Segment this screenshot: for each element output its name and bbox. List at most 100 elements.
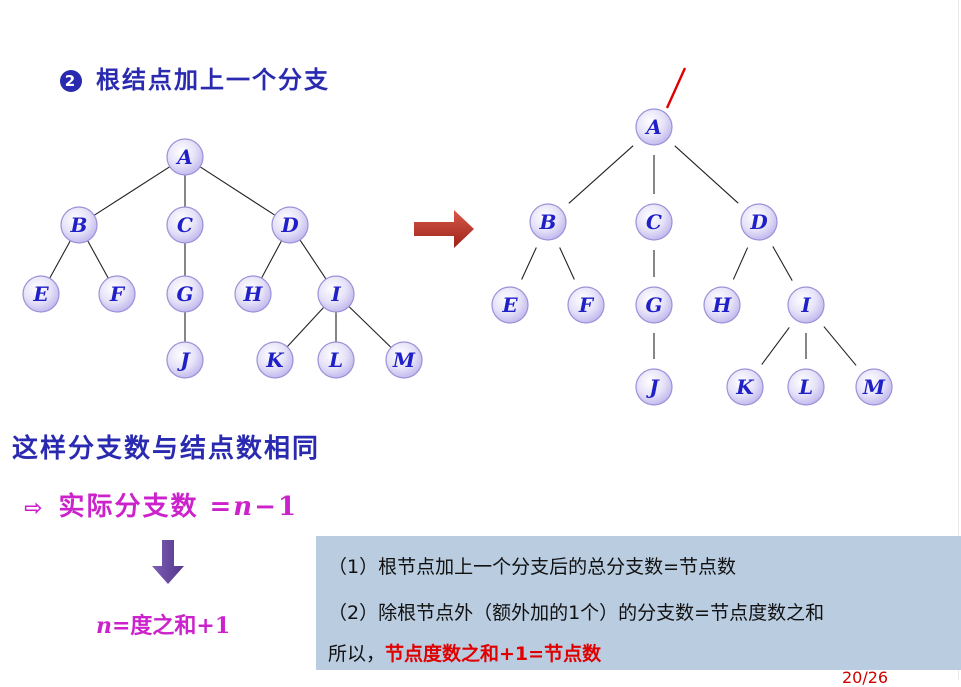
left-node-circle-E bbox=[22, 275, 60, 313]
right-arrow-icon: ⇨ bbox=[24, 496, 45, 521]
right-node-I: I bbox=[787, 286, 825, 324]
left-edge-D-I bbox=[299, 239, 327, 280]
info-line-3-highlight: 节点度数之和+1=节点数 bbox=[385, 643, 602, 665]
info-box: （1）根节点加上一个分支后的总分支数=节点数 （2）除根节点外（额外加的1个）的… bbox=[316, 536, 961, 670]
left-node-label-H: H bbox=[243, 282, 264, 306]
right-edge-B-E bbox=[521, 247, 537, 280]
right-edge-A-B bbox=[568, 145, 634, 204]
right-node-H: H bbox=[703, 286, 741, 324]
header-number-badge: 2 bbox=[60, 70, 82, 92]
right-node-circle-C bbox=[635, 203, 673, 241]
left-node-circle-D bbox=[271, 206, 309, 244]
right-node-circle-M bbox=[855, 368, 893, 406]
left-node-label-A: A bbox=[175, 145, 193, 169]
left-node-label-L: L bbox=[328, 348, 343, 372]
left-node-J: J bbox=[166, 341, 204, 379]
transform-arrow bbox=[414, 210, 474, 248]
left-node-label-F: F bbox=[109, 282, 126, 306]
right-node-L: L bbox=[787, 368, 825, 406]
left-node-K: K bbox=[256, 341, 294, 379]
left-node-circle-B bbox=[60, 206, 98, 244]
left-edge-A-B bbox=[93, 166, 171, 216]
left-node-circle-F bbox=[98, 275, 136, 313]
right-node-label-A: A bbox=[644, 115, 662, 139]
right-node-label-M: M bbox=[862, 375, 886, 399]
right-edge-D-H bbox=[732, 247, 749, 280]
left-node-label-M: M bbox=[392, 348, 416, 372]
left-node-label-G: G bbox=[176, 282, 193, 306]
left-node-circle-G bbox=[166, 275, 204, 313]
right-node-C: C bbox=[635, 203, 673, 241]
right-node-label-B: B bbox=[539, 210, 557, 234]
right-node-D: D bbox=[740, 203, 778, 241]
right-node-label-D: D bbox=[749, 210, 768, 234]
statement-equal-counts: 这样分支数与结点数相同 bbox=[12, 434, 321, 464]
right-node-label-F: F bbox=[578, 293, 595, 317]
left-edge-I-M bbox=[348, 306, 392, 348]
left-node-label-D: D bbox=[280, 213, 299, 237]
left-edge-A-D bbox=[199, 166, 276, 216]
n-formula-n: n bbox=[96, 613, 112, 639]
left-node-I: I bbox=[317, 275, 355, 313]
right-node-circle-G bbox=[635, 286, 673, 324]
left-node-label-K: K bbox=[265, 348, 285, 372]
left-node-circle-I bbox=[317, 275, 355, 313]
actual-branches-n: n bbox=[233, 492, 255, 522]
left-node-label-I: I bbox=[330, 282, 341, 306]
right-node-F: F bbox=[567, 286, 605, 324]
right-node-circle-A bbox=[635, 108, 673, 146]
left-node-B: B bbox=[60, 206, 98, 244]
right-node-label-J: J bbox=[645, 375, 660, 399]
actual-branches-suffix: −1 bbox=[254, 492, 299, 522]
right-node-circle-H bbox=[703, 286, 741, 324]
right-node-label-G: G bbox=[645, 293, 662, 317]
extra-root-branch bbox=[665, 67, 687, 109]
left-node-circle-L bbox=[317, 341, 355, 379]
right-node-circle-D bbox=[740, 203, 778, 241]
left-node-F: F bbox=[98, 275, 136, 313]
right-edge-D-I bbox=[772, 246, 793, 281]
left-tree: A B C D E F G H I J K L M bbox=[22, 138, 423, 379]
left-node-label-J: J bbox=[176, 348, 191, 372]
left-node-A: A bbox=[166, 138, 204, 176]
right-node-B: B bbox=[529, 203, 567, 241]
slide-edge-line bbox=[958, 0, 959, 680]
right-edge-I-M bbox=[823, 326, 857, 366]
statement-actual-branches: ⇨ 实际分支数 =n−1 bbox=[24, 486, 298, 523]
right-node-circle-F bbox=[567, 286, 605, 324]
left-node-circle-C bbox=[166, 206, 204, 244]
left-edge-B-F bbox=[87, 240, 109, 279]
left-node-G: G bbox=[166, 275, 204, 313]
info-line-3: 所以，节点度数之和+1=节点数 bbox=[328, 639, 601, 666]
left-node-H: H bbox=[234, 275, 272, 313]
left-node-label-B: B bbox=[70, 213, 88, 237]
left-edge-B-E bbox=[49, 240, 71, 279]
right-node-A: A bbox=[635, 108, 673, 146]
right-edge-I-K bbox=[761, 327, 790, 365]
left-node-M: M bbox=[385, 341, 423, 379]
right-node-circle-I bbox=[787, 286, 825, 324]
left-node-label-E: E bbox=[32, 282, 49, 306]
left-node-circle-M bbox=[385, 341, 423, 379]
left-node-circle-K bbox=[256, 341, 294, 379]
left-node-circle-A bbox=[166, 138, 204, 176]
n-formula-rest: =度之和+1 bbox=[112, 613, 231, 639]
right-node-circle-E bbox=[491, 286, 529, 324]
right-node-J: J bbox=[635, 368, 673, 406]
right-node-circle-J bbox=[635, 368, 673, 406]
left-edge-D-H bbox=[261, 240, 282, 279]
header-title: 根结点加上一个分支 bbox=[96, 65, 330, 94]
left-node-E: E bbox=[22, 275, 60, 313]
left-node-circle-J bbox=[166, 341, 204, 379]
actual-branches-prefix: 实际分支数 = bbox=[58, 492, 234, 522]
right-edge-B-F bbox=[559, 247, 575, 280]
left-node-L: L bbox=[317, 341, 355, 379]
left-edge-I-K bbox=[286, 306, 325, 348]
right-node-circle-L bbox=[787, 368, 825, 406]
left-node-D: D bbox=[271, 206, 309, 244]
left-node-label-C: C bbox=[177, 213, 193, 237]
right-node-label-H: H bbox=[712, 293, 733, 317]
